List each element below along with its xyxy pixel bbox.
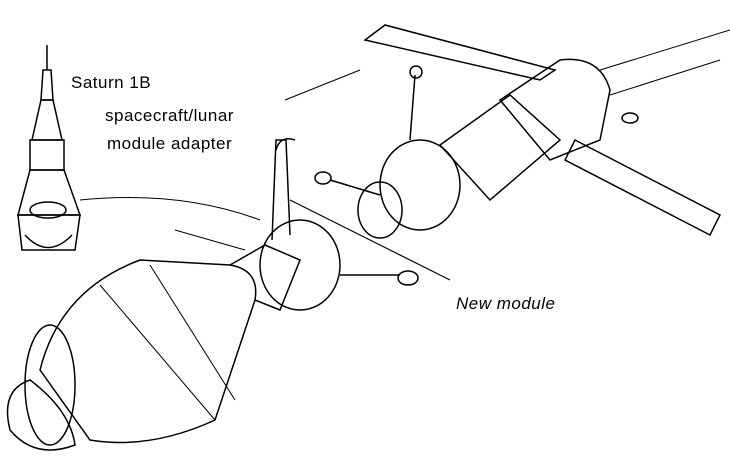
new-module-label: New module (456, 294, 556, 313)
saturn-rocket-illustration (17, 45, 82, 251)
docking-module (259, 138, 419, 311)
adapter-label-line2: module adapter (107, 134, 233, 153)
salyut-station (363, 24, 730, 237)
apollo-command-service-module (6, 244, 301, 451)
soyuz-spacecraft (314, 65, 562, 239)
adapter-label-line1: spacecraft/lunar (105, 106, 234, 125)
saturn-1b-label: Saturn 1B (71, 73, 152, 92)
